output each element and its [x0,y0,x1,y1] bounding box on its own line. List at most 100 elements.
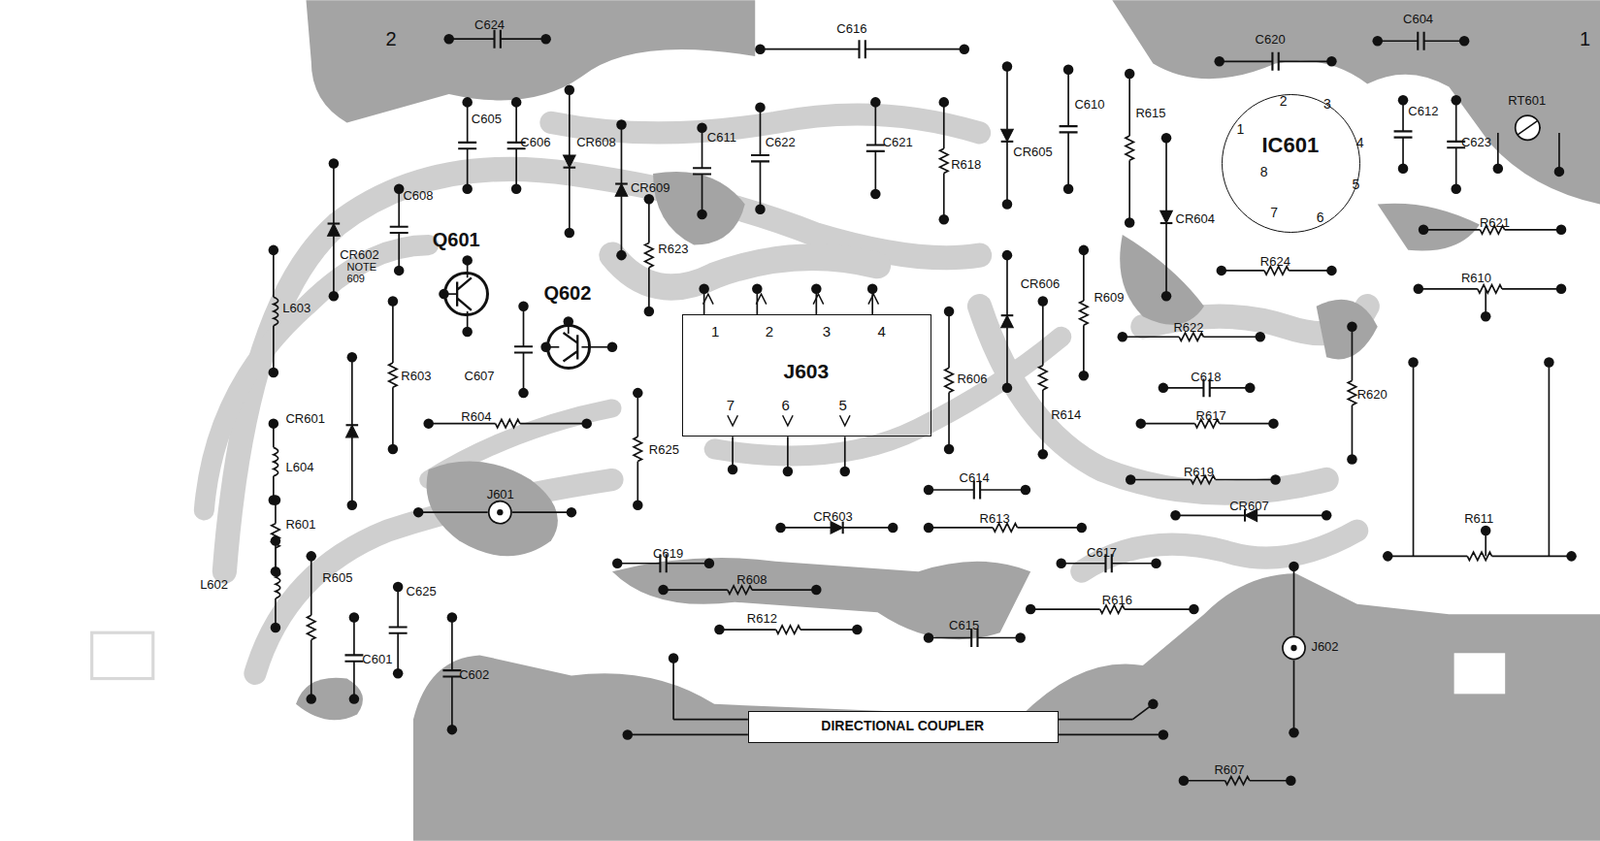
component-label: L604 [285,460,314,475]
solder-pad [1078,245,1090,257]
solder-pad [1554,166,1566,178]
solder-pad [393,184,405,196]
solder-pad [1556,284,1568,295]
solder-pad [616,250,627,262]
solder-pad [704,557,716,569]
capacitor-symbol [344,654,363,661]
solder-pad [1285,775,1297,786]
lead-line [1219,423,1274,425]
component-label: R605 [322,571,353,586]
lead-line [451,617,454,671]
node-label: DIRECTIONAL COUPLER [820,718,984,734]
solder-pad [461,97,473,108]
lead-line [1042,390,1045,455]
solder-pad [1398,163,1409,174]
lead-line [396,587,399,628]
solder-pad [840,466,851,478]
solder-pad [1158,729,1170,741]
solder-pad [1450,95,1462,106]
lead-line [943,101,946,149]
component-label: C625 [406,585,437,599]
solder-pad [754,101,766,113]
lead-line [1128,160,1131,223]
lead-line [332,163,335,224]
lead-line [396,633,399,675]
pin-caret [840,415,851,426]
component-label: C616 [836,22,867,36]
solder-pad [867,284,879,295]
solder-pad [944,444,955,456]
solder-pad [1255,331,1267,343]
lead-line [1455,99,1458,142]
solder-pad [1244,383,1256,394]
component-label: C620 [1255,32,1286,47]
lead-line [1042,300,1045,365]
solder-pad [851,624,863,636]
component-label: R620 [1357,388,1388,402]
lead-line [353,661,356,700]
component-label: C622 [765,135,796,150]
solder-pad [1161,291,1173,302]
transistor-symbol [457,277,472,311]
solder-pad [1002,250,1013,262]
solder-pad [1063,64,1075,75]
solder-pad [1371,35,1383,47]
component-label: 2 [386,28,397,50]
lead-line [1030,608,1101,611]
component-label: C604 [1403,12,1434,27]
solder-pad [1188,604,1200,616]
component-label: C610 [1074,97,1105,112]
component-label: J601 [487,488,515,502]
component-label: C606 [520,135,551,150]
solder-pad [632,388,644,399]
copper-fill [295,0,1600,841]
lead-line [1203,335,1260,338]
component-label: R618 [950,158,981,172]
component-label: C605 [471,112,502,127]
lead-line [1175,514,1246,517]
solder-pad [328,291,340,302]
lead-line [1387,555,1468,558]
thermistor-symbol [1515,115,1540,140]
solder-pad [1326,265,1338,277]
capacitor-symbol [514,346,533,353]
solder-pad [1413,284,1425,295]
solder-pad [1321,510,1333,522]
diode-symbol [563,166,577,169]
solder-pad [870,189,882,200]
solder-pad [1346,321,1358,332]
component-label: C621 [882,135,914,150]
solder-pad [581,418,592,429]
diode-symbol [327,224,341,237]
solder-pad [1346,454,1358,465]
solder-pad [1002,383,1013,394]
solder-pad [564,85,576,97]
lead-line [1249,780,1292,783]
resistor-symbol [1079,300,1088,326]
solder-pad [518,300,529,312]
component-label: 7 [1270,205,1278,221]
lead-line [512,511,572,514]
resistor-symbol [495,419,521,427]
lead-line [800,628,857,631]
solder-pad [923,485,935,496]
solder-pad [268,245,280,257]
resistor-symbol [776,625,801,634]
solder-pad [270,494,282,506]
solder-pad [1268,418,1279,429]
solder-pad [1493,163,1504,174]
lead-line [617,562,660,565]
component-label: 4 [877,324,885,341]
component-label: R613 [979,512,1011,526]
lead-line [1455,147,1458,190]
solder-pad [923,632,935,644]
lead-line [759,107,762,156]
component-label: 1 [711,324,719,341]
component-label: R607 [1213,763,1244,778]
solder-pad [1020,485,1032,496]
solder-pad [511,97,523,108]
solder-pad [1161,132,1173,144]
component-label: L602 [199,578,229,592]
jack-symbol [489,501,512,524]
solder-pad [423,418,434,429]
